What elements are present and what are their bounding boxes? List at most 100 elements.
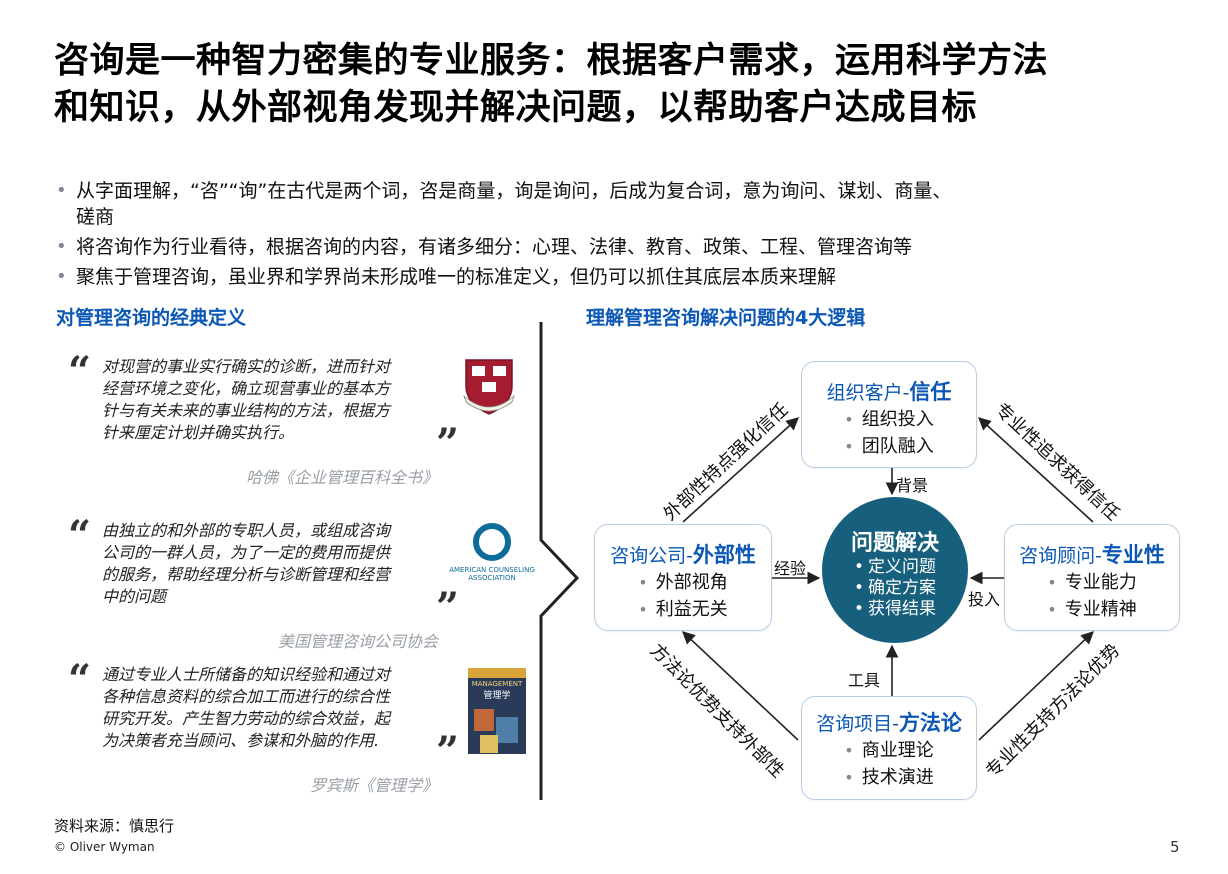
center-item-text: 确定方案	[868, 578, 937, 598]
node-title-key: 外部性	[692, 543, 756, 567]
arrow-left-to-top	[682, 417, 799, 523]
bullet-text-continued: 磋商	[76, 206, 115, 228]
bullet-item: • 聚焦于管理咨询，虽业界和学界尚未形成唯一的标准定义，但仍可以抓住其底层本质来…	[56, 262, 1191, 292]
bullet-text: 从字面理解，“咨”“询”在古代是两个词，咨是商量，询是询问，后成为复合词，意为询…	[76, 180, 952, 202]
intro-bullets: • 从字面理解，“咨”“询”在古代是两个词，咨是商量，询是询问，后成为复合词，意…	[56, 176, 1191, 292]
node-consultant: 咨询顾问-专业性 • 专业能力 • 专业精神	[1004, 524, 1180, 631]
title-line-1: 咨询是一种智力密集的专业服务：根据客户需求，运用科学方法	[54, 41, 1049, 81]
node-title: 咨询公司-外部性	[595, 539, 771, 569]
node-item: • 技术演进	[802, 764, 976, 791]
node-consulting-project: 咨询项目-方法论 • 商业理论 • 技术演进	[801, 696, 977, 800]
node-item-text: 外部视角	[655, 572, 728, 593]
book-title-cn: 管理学	[483, 691, 511, 701]
bullet-text: 将咨询作为行业看待，根据咨询的内容，有诸多细分：心理、法律、教育、政策、工程、管…	[76, 236, 913, 258]
node-title-prefix: 咨询公司-	[610, 545, 693, 567]
arrow-label-experience: 经验	[774, 559, 807, 578]
node-title: 咨询项目-方法论	[802, 707, 976, 737]
center-title: 问题解决	[850, 531, 939, 556]
close-quote-icon: ”	[436, 420, 460, 467]
bullet-dot-icon: •	[844, 437, 854, 456]
bullet-dot-icon: •	[56, 266, 67, 287]
bullet-dot-icon: •	[56, 236, 67, 257]
quote-harvard: “ 对现营的事业实行确实的诊断，进而针对 经营环境之变化，确立现营事业的基本方 …	[68, 348, 538, 496]
quote-line: 针与有关未来的事业结构的方法，根据方	[102, 401, 391, 420]
open-quote-icon: “	[68, 656, 92, 703]
footer-copyright: © Oliver Wyman	[54, 840, 155, 854]
harvard-shield-icon	[463, 359, 515, 415]
node-item-text: 团队融入	[861, 436, 934, 457]
quote-line: 经营环境之变化，确立现营事业的基本方	[102, 379, 391, 398]
node-item: • 专业能力	[1005, 569, 1179, 596]
page-title: 咨询是一种智力密集的专业服务：根据客户需求，运用科学方法 和知识，从外部视角发现…	[54, 38, 1184, 132]
bullet-item: • 从字面理解，“咨”“询”在古代是两个词，咨是商量，询是询问，后成为复合词，意…	[56, 176, 1191, 232]
quote-line: 为决策者充当顾问、参谋和外脑的作用.	[102, 731, 380, 750]
node-item: • 组织投入	[802, 406, 976, 433]
quote-line: 由独立的和外部的专职人员，或组成咨询	[102, 521, 391, 540]
quote-text: 由独立的和外部的专职人员，或组成咨询 公司的一群人员，为了一定的费用而提供 的服…	[102, 520, 442, 608]
arrow-right-to-bottom	[978, 631, 1094, 741]
quote-line: 中的问题	[102, 587, 167, 606]
center-item: •定义问题	[822, 557, 968, 578]
center-item: •确定方案	[822, 578, 968, 599]
node-item-text: 组织投入	[861, 409, 934, 430]
page-number: 5	[1170, 838, 1180, 856]
footer-source: 资料来源：慎思行	[54, 817, 175, 835]
left-section-heading: 对管理咨询的经典定义	[56, 307, 247, 329]
bullet-dot-icon: •	[853, 557, 865, 577]
node-item-text: 专业能力	[1064, 572, 1137, 593]
bullet-text: 聚焦于管理咨询，虽业界和学界尚未形成唯一的标准定义，但仍可以抓住其底层本质来理解	[76, 266, 837, 288]
quote-source: 美国管理咨询公司协会	[277, 632, 438, 651]
node-title-key: 方法论	[898, 711, 962, 735]
arrow-label-tools: 工具	[848, 671, 881, 690]
aca-logo-icon: AMERICAN COUNSELING ASSOCIATION	[442, 522, 542, 582]
aca-logo-text: AMERICAN COUNSELING	[449, 566, 535, 574]
node-item-text: 商业理论	[861, 740, 934, 761]
quote-line: 针来厘定计划并确实执行。	[102, 423, 295, 442]
arrow-label-input: 投入	[968, 590, 1001, 609]
bullet-dot-icon: •	[844, 768, 854, 787]
arrow-right-to-top	[978, 417, 1094, 523]
bullet-dot-icon: •	[844, 410, 854, 429]
node-title-key: 专业性	[1101, 543, 1165, 567]
bullet-dot-icon: •	[853, 578, 865, 598]
quote-text: 对现营的事业实行确实的诊断，进而针对 经营环境之变化，确立现营事业的基本方 针与…	[102, 356, 442, 444]
node-item-text: 利益无关	[655, 599, 728, 620]
center-item-text: 定义问题	[868, 557, 937, 577]
bullet-dot-icon: •	[638, 573, 648, 592]
quote-line: 各种信息资料的综合加工而进行的综合性	[102, 687, 391, 706]
close-quote-icon: ”	[436, 584, 460, 631]
node-consulting-firm: 咨询公司-外部性 • 外部视角 • 利益无关	[594, 524, 772, 631]
quote-aca: “ 由独立的和外部的专职人员，或组成咨询 公司的一群人员，为了一定的费用而提供 …	[68, 512, 538, 660]
open-quote-icon: “	[68, 348, 92, 395]
quote-line: 对现营的事业实行确实的诊断，进而针对	[102, 357, 391, 376]
node-title-prefix: 组织客户-	[826, 382, 910, 404]
node-item: • 团队融入	[802, 433, 976, 460]
aca-ring-icon	[473, 523, 511, 561]
node-item: • 外部视角	[595, 569, 771, 596]
bullet-dot-icon: •	[1047, 573, 1057, 592]
book-art-icon	[474, 709, 518, 753]
quote-source: 罗宾斯《管理学》	[309, 776, 438, 795]
node-organization-client: 组织客户-信任 • 组织投入 • 团队融入	[801, 361, 977, 468]
bullet-dot-icon: •	[638, 600, 648, 619]
node-title-prefix: 咨询项目-	[816, 713, 899, 735]
node-item-text: 专业精神	[1064, 599, 1137, 620]
quote-text: 通过专业人士所储备的知识经验和通过对 各种信息资料的综合加工而进行的综合性 研究…	[102, 664, 442, 752]
node-item-text: 技术演进	[861, 767, 934, 788]
book-title-en: MANAGEMENT	[471, 680, 523, 688]
node-title-prefix: 咨询顾问-	[1019, 545, 1102, 567]
quote-line: 研究开发。产生智力劳动的综合效益，起	[102, 709, 391, 728]
bullet-item: • 将咨询作为行业看待，根据咨询的内容，有诸多细分：心理、法律、教育、政策、工程…	[56, 232, 1191, 262]
book-cover-icon: MANAGEMENT 管理学	[468, 668, 526, 754]
center-problem-solving: 问题解决 •定义问题 •确定方案 •获得结果	[822, 497, 968, 643]
open-quote-icon: “	[68, 512, 92, 559]
arrow-bottom-to-left	[682, 631, 799, 741]
bullet-dot-icon: •	[853, 599, 865, 619]
quote-source: 哈佛《企业管理百科全书》	[245, 468, 438, 487]
aca-logo-text: ASSOCIATION	[468, 574, 516, 582]
title-line-2: 和知识，从外部视角发现并解决问题，以帮助客户达成目标	[54, 88, 978, 128]
node-title: 咨询顾问-专业性	[1005, 539, 1179, 569]
node-title: 组织客户-信任	[802, 376, 976, 406]
quote-line: 通过专业人士所储备的知识经验和通过对	[102, 665, 391, 684]
